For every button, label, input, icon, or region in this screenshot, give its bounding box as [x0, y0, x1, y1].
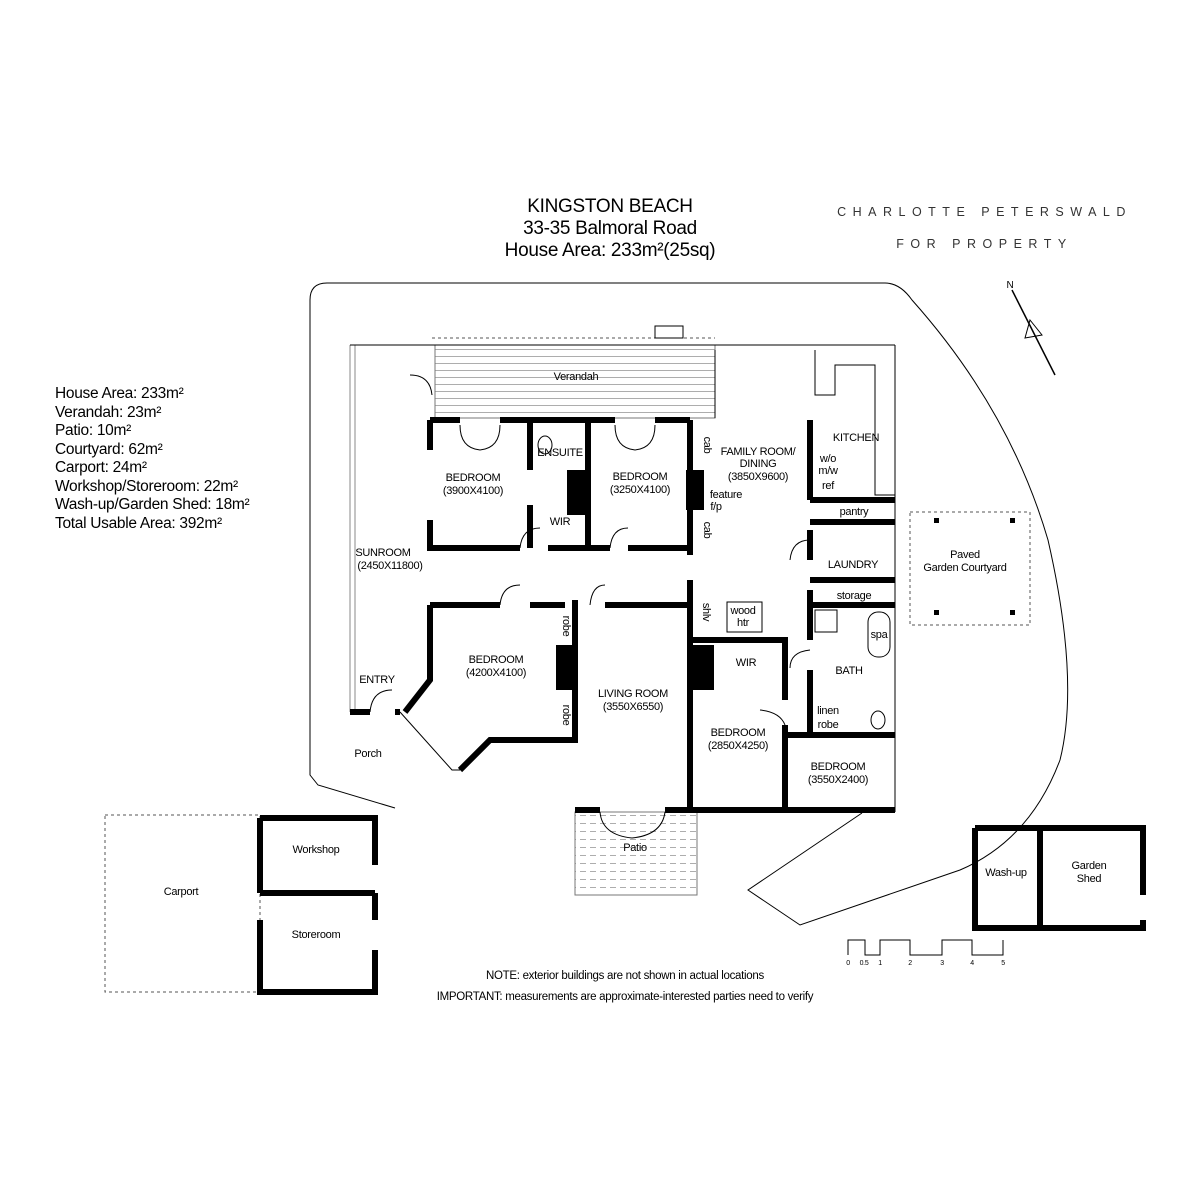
label-bedroom: BEDROOM	[613, 471, 668, 483]
label-text: 1	[878, 960, 882, 967]
label-bath: BATH	[835, 665, 863, 677]
label-cab: cab	[701, 522, 713, 539]
label-spa: spa	[871, 629, 889, 641]
kitchen-counter	[814, 350, 895, 496]
label-carport: Carport	[164, 886, 199, 898]
label-robe: robe	[560, 705, 572, 726]
label-text: 5	[1001, 960, 1005, 967]
label-text: (3250X4100)	[610, 484, 670, 496]
label-text: (3550X6550)	[603, 701, 663, 713]
house-area-heading: House Area: 233m²(25sq)	[504, 240, 716, 261]
label-text: (3900X4100)	[443, 485, 503, 497]
label-bedroom: BEDROOM	[446, 472, 501, 484]
plan-title: KINGSTON BEACH 33-35 Balmoral Road House…	[460, 196, 760, 262]
area-summary: House Area: 233m² Verandah: 23m² Patio: …	[55, 385, 250, 533]
patio-deck	[574, 811, 698, 896]
label-text: N	[1007, 280, 1014, 291]
label-wir: WIR	[550, 516, 571, 528]
label-courtyard: Paved	[950, 549, 980, 561]
label-cab: cab	[701, 437, 713, 454]
label-wir: WIR	[736, 657, 757, 669]
room-labels: Verandah BEDROOM (3900X4100) ENSUITE WIR…	[164, 371, 1107, 941]
label-shelves: shlv	[700, 603, 712, 622]
label-ensuite: ENSUITE	[537, 447, 583, 459]
note-exterior: NOTE: exterior buildings are not shown i…	[486, 970, 764, 982]
label-text: (2450X11800)	[357, 560, 422, 572]
label-garden-shed: Garden	[1072, 860, 1107, 872]
walls	[350, 417, 895, 813]
label-text: (4200X4100)	[466, 667, 526, 679]
area-line: Courtyard: 62m²	[55, 440, 163, 458]
label-robe: robe	[818, 719, 839, 731]
label-living-room: LIVING ROOM	[598, 688, 668, 700]
area-line: Wash-up/Garden Shed: 18m²	[55, 496, 250, 513]
label-text: Shed	[1077, 873, 1102, 885]
label-text: f/p	[710, 501, 722, 513]
label-text: (3550X2400)	[808, 774, 868, 786]
steps	[654, 325, 684, 339]
area-line: Carport: 24m²	[55, 459, 147, 476]
label-pantry: pantry	[840, 506, 870, 518]
label-linen: linen	[817, 705, 839, 717]
brand-line-1: CHARLOTTE PETERSWALD	[837, 205, 1132, 219]
label-laundry: LAUNDRY	[828, 559, 879, 571]
area-line: Patio: 10m²	[55, 422, 131, 439]
label-text: m/w	[818, 465, 838, 477]
label-text: htr	[737, 617, 750, 629]
garden-boundary	[309, 282, 1069, 926]
label-text: 0	[846, 960, 850, 967]
label-text: 0.5	[860, 960, 869, 967]
garden-courtyard	[909, 511, 1031, 626]
label-entry: ENTRY	[359, 674, 396, 686]
label-text: Garden Courtyard	[923, 562, 1006, 574]
north-arrow-icon: N	[1007, 280, 1056, 376]
label-robe: robe	[560, 616, 572, 637]
label-bedroom: BEDROOM	[711, 727, 766, 739]
label-family-room: FAMILY ROOM/	[721, 446, 797, 458]
toilet-icon	[870, 710, 886, 730]
label-text: 2	[908, 960, 912, 967]
label-feature-fireplace: feature	[710, 489, 742, 501]
notes: NOTE: exterior buildings are not shown i…	[400, 966, 850, 1008]
label-porch: Porch	[354, 748, 381, 760]
spa-icon	[867, 611, 891, 658]
label-text: DINING	[740, 458, 777, 470]
doors	[369, 374, 811, 839]
brand-line-2: FOR PROPERTY	[896, 237, 1073, 251]
label-storeroom: Storeroom	[292, 929, 341, 941]
label-text: 3	[940, 960, 944, 967]
label-wash-up: Wash-up	[985, 867, 1027, 879]
label-text: 4	[970, 960, 974, 967]
area-line: Total Usable Area: 392m²	[55, 514, 222, 532]
carport	[104, 814, 261, 993]
area-line: House Area: 233m²	[55, 385, 184, 402]
wood-heater-icon	[726, 601, 763, 633]
suburb: KINGSTON BEACH	[527, 196, 693, 217]
area-line: Verandah: 23m²	[55, 403, 162, 421]
label-kitchen: KITCHEN	[833, 432, 880, 444]
label-bedroom: BEDROOM	[469, 654, 524, 666]
label-bedroom: BEDROOM	[811, 761, 866, 773]
label-wood-heater: wood	[729, 605, 755, 617]
address: 33-35 Balmoral Road	[523, 218, 697, 239]
label-storage: storage	[837, 590, 872, 602]
shower-icon	[814, 609, 838, 633]
label-sunroom: SUNROOM	[355, 547, 410, 559]
label-text: w/o	[819, 453, 836, 465]
note-important: IMPORTANT: measurements are approximate-…	[436, 991, 814, 1003]
label-verandah: Verandah	[554, 371, 599, 383]
area-line: Workshop/Storeroom: 22m²	[55, 477, 238, 495]
scale-bar: 0 0.5 1 2 3 4 5	[846, 939, 1006, 967]
label-text: (2850X4250)	[708, 740, 768, 752]
agency-logo: CHARLOTTE PETERSWALD FOR PROPERTY	[812, 196, 1157, 260]
label-workshop: Workshop	[293, 844, 340, 856]
label-patio: Patio	[623, 842, 647, 854]
ensuite-toilet-icon	[537, 435, 553, 455]
label-text: ref	[822, 480, 835, 492]
label-text: (3850X9600)	[728, 471, 788, 483]
